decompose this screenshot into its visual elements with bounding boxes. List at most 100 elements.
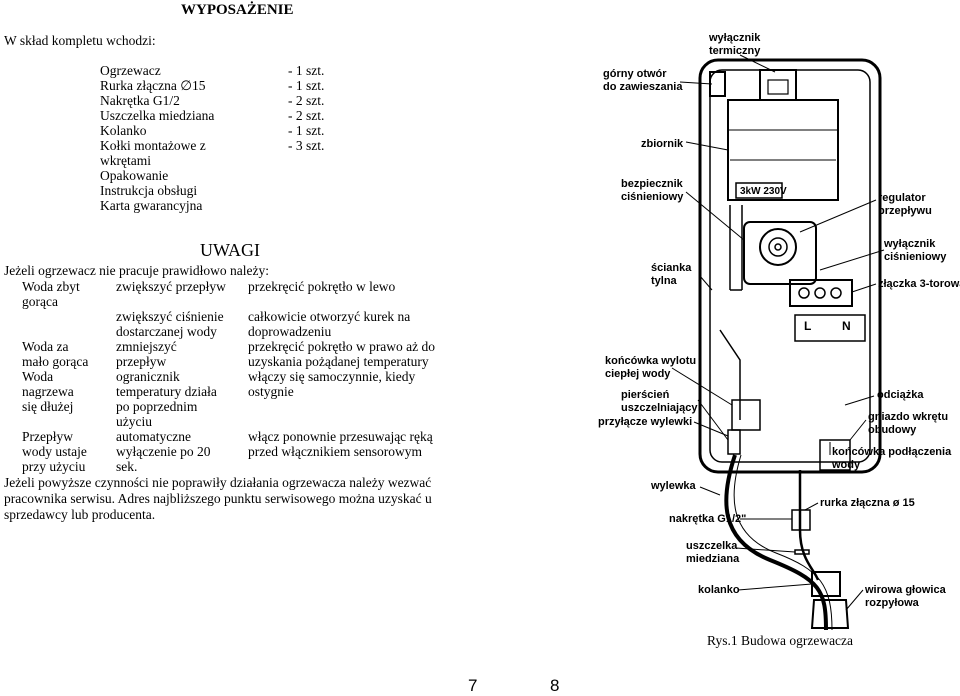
action-line: uzyskania pożądanej temperatury — [248, 354, 429, 369]
label-przylacze: przyłącze wylewki — [598, 416, 693, 428]
flow-regulator-dial — [759, 228, 797, 266]
connecting-tube — [798, 470, 820, 581]
mounting-hole — [709, 71, 726, 97]
spray-head — [810, 599, 850, 629]
seal-ring — [727, 429, 741, 455]
problem-line: mało gorąca — [22, 354, 89, 369]
rating-box — [735, 182, 783, 199]
problem-cell: Woda za mało gorąca — [22, 339, 88, 369]
cause-cell: ogranicznik temperatury działa po poprze… — [116, 369, 217, 429]
cause-line: zwiększyć ciśnienie — [116, 309, 224, 324]
cause-cell: zwiększyć ciśnienie dostarczanej wody — [116, 309, 224, 339]
rating-label: 3kW 230V — [740, 186, 787, 197]
closing-paragraph: Jeżeli powyższe czynności nie poprawiły … — [4, 475, 432, 523]
problem-cell: Woda nagrzewa się dłużej — [22, 369, 74, 414]
kit-item-qty: - 3 szt. — [288, 138, 325, 153]
cause-line: automatyczne — [116, 429, 191, 444]
action-line: włączy się samoczynnie, kiedy — [248, 369, 416, 384]
label-zlaczka: złączka 3-torowa — [878, 278, 960, 290]
problem-line: wody ustaje — [22, 444, 87, 459]
closing-line: Jeżeli powyższe czynności nie poprawiły … — [4, 475, 432, 490]
kit-item-name: Kołki montażowe z — [100, 138, 206, 153]
action-line: przed włącznikiem sensorowym — [248, 444, 422, 459]
kit-item-qty: - 1 szt. — [288, 78, 325, 93]
problem-line: przy użyciu — [22, 459, 86, 474]
kit-item-name: Kolanko — [100, 123, 147, 138]
kit-item-qty: - 2 szt. — [288, 93, 325, 108]
cause-cell: zwiększyć przepływ — [116, 279, 226, 294]
kit-item-qty: - 1 szt. — [288, 63, 325, 78]
figure-caption: Rys.1 Budowa ogrzewacza — [707, 633, 854, 648]
kit-item-qty: - 1 szt. — [288, 123, 325, 138]
uwagi-heading: UWAGI — [200, 240, 260, 260]
cause-line: zwiększyć przepływ — [116, 279, 226, 294]
label-odciazka: odciążka — [877, 389, 924, 401]
action-line: całkowicie otworzyć kurek na — [248, 309, 411, 324]
terminal-block — [789, 279, 853, 307]
cause-line: dostarczanej wody — [116, 324, 217, 339]
kit-item-name: wkrętami — [100, 153, 151, 168]
action-line: przekręcić pokrętło w prawo aż do — [248, 339, 436, 354]
cause-line: po poprzednim — [116, 399, 198, 414]
kit-names: Ogrzewacz Rurka złączna ∅15 Nakrętka G1/… — [100, 63, 214, 213]
pressure-switch-body — [743, 221, 817, 285]
cause-line: wyłączenie po 20 — [116, 444, 211, 459]
kit-intro: W skład kompletu wchodzi: — [4, 33, 156, 48]
action-line: doprowadzeniu — [248, 324, 332, 339]
cause-cell: zmniejszyć przepływ — [116, 339, 177, 369]
outlet-fitting — [731, 399, 761, 431]
water-inlet-fitting — [819, 439, 851, 471]
label-nakretka: nakrętka G1/2" — [669, 513, 747, 525]
problem-cell: Woda zbyt gorąca — [22, 279, 80, 309]
cause-line: sek. — [116, 459, 138, 474]
terminal-label-n: N — [842, 319, 851, 333]
cause-line: przepływ — [116, 354, 167, 369]
page-number-left: 7 — [468, 676, 478, 695]
housing-inner — [709, 69, 871, 463]
kit-item-name: Uszczelka miedziana — [100, 108, 215, 123]
cause-line: zmniejszyć — [116, 339, 177, 354]
action-cell: włącz ponownie przesuwając ręką przed wł… — [248, 429, 433, 459]
action-line: ostygnie — [248, 384, 294, 399]
problem-line: Woda zbyt — [22, 279, 80, 294]
problem-cell: Przepływ wody ustaje przy użyciu — [22, 429, 87, 474]
label-rurka: rurka złączna ø 15 — [820, 497, 915, 509]
problem-line: nagrzewa — [22, 384, 74, 399]
kit-quantities: - 1 szt. - 1 szt. - 2 szt. - 2 szt. - 1 … — [288, 63, 324, 153]
kit-item-name: Karta gwarancyjna — [100, 198, 203, 213]
terminal-label-l: L — [804, 319, 812, 333]
problem-line: Woda — [22, 369, 54, 384]
action-cell: przekręcić pokrętło w lewo — [248, 279, 395, 294]
action-cell: przekręcić pokrętło w prawo aż do uzyska… — [248, 339, 435, 369]
kit-item-name: Opakowanie — [100, 168, 169, 183]
section-title: WYPOSAŻENIE — [181, 2, 294, 18]
closing-line: pracownika serwisu. Adres najbliższego p… — [4, 491, 432, 506]
cause-line: użyciu — [116, 414, 152, 429]
action-cell: całkowicie otworzyć kurek na doprowadzen… — [248, 309, 410, 339]
kit-item-name: Rurka złączna ∅15 — [100, 78, 206, 93]
problem-line: się dłużej — [22, 399, 74, 414]
kit-item-qty: - 2 szt. — [288, 108, 325, 123]
label-wylewka: wylewka — [651, 480, 696, 492]
action-line: przekręcić pokrętło w lewo — [248, 279, 396, 294]
closing-line: sprzedawcy lub producenta. — [4, 507, 156, 522]
problem-line: Przepływ — [22, 429, 73, 444]
internal-pipe — [729, 205, 743, 291]
action-cell: włączy się samoczynnie, kiedy ostygnie — [248, 369, 415, 399]
label-zbiornik: zbiornik — [641, 138, 684, 150]
g12-nut — [791, 509, 811, 531]
label-kolanko: kolanko — [698, 584, 740, 596]
page-number-right: 8 — [550, 676, 560, 695]
